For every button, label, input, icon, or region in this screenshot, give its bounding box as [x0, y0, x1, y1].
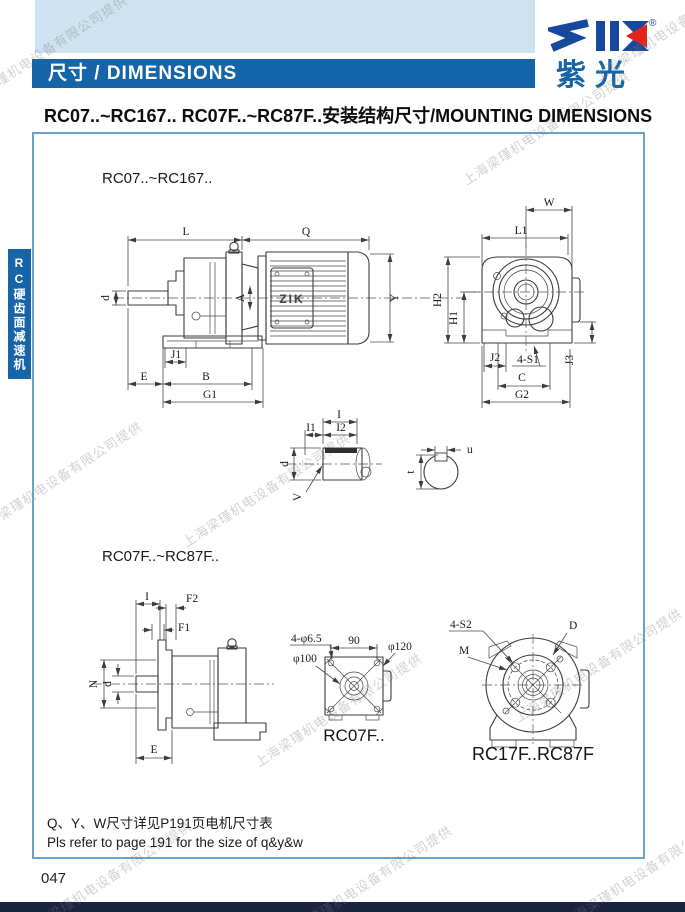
drawing-frame: [32, 132, 645, 859]
dim-label-4S1: 4-S1: [517, 354, 539, 366]
page-header-title: 尺寸 / DIMENSIONS: [48, 63, 238, 84]
fig1-side-view: ZIK d L Q A Y J1: [100, 226, 466, 408]
dim-label-A: A: [235, 293, 247, 302]
front-view-caption: RC17F..RC87F: [471, 744, 595, 764]
dim-label-G1: G1: [203, 389, 217, 401]
dim-label-L1: L1: [515, 225, 528, 237]
dim-label-d100: φ100: [293, 653, 317, 665]
dim-label-Y: Y: [389, 293, 401, 302]
fig2-front-view: 4-S2 D M: [449, 619, 590, 748]
dim-label-f2E: E: [150, 744, 157, 756]
logo-glyph-z: [548, 19, 589, 52]
logo-registered-mark: ®: [649, 18, 657, 29]
dim-label-G2: G2: [515, 389, 529, 401]
figure2-label: RC07F..~RC87F..: [102, 548, 220, 565]
brand-logo-cn: 紫光: [556, 59, 634, 92]
dim-label-t: t: [405, 470, 417, 474]
brand-logo-zik: ZIK ®: [548, 18, 657, 52]
dim-label-B: B: [202, 371, 210, 383]
dim-label-shaft-d: d: [279, 461, 291, 467]
dim-label-E: E: [140, 371, 147, 383]
logo-glyph-i: [596, 21, 605, 51]
footnote-en: Pls refer to page 191 for the size of q&…: [47, 835, 303, 850]
dim-label-d: d: [100, 295, 112, 301]
dim-label-D: D: [569, 620, 577, 632]
fig1-front-view: W L1 H2 H1 J2 4-S1 J3 C: [432, 197, 596, 408]
page-title: RC07..~RC167.. RC07F..~RC87F..安装结构尺寸/MOU…: [44, 106, 653, 126]
dim-label-H1: H1: [448, 311, 460, 325]
dim-label-W: W: [544, 197, 555, 209]
figure1-label: RC07..~RC167..: [102, 170, 213, 187]
dim-label-L: L: [182, 226, 189, 238]
fig2-side-view: I F2 F1 N d E: [88, 591, 274, 764]
dim-label-90: 90: [348, 635, 360, 647]
dim-label-J2: J2: [490, 352, 500, 364]
dim-label-d120: φ120: [388, 641, 412, 653]
footer-bar: [0, 902, 685, 912]
logo-glyph-k-stem: [610, 21, 619, 51]
logo-red-triangle-icon: [626, 24, 647, 48]
top-accent-bar: [35, 0, 535, 53]
dim-label-F1: F1: [178, 622, 190, 634]
dim-label-V: V: [292, 492, 304, 501]
dim-label-J1: J1: [171, 349, 181, 361]
dim-label-flange-holes: 4-φ6.5: [291, 633, 322, 645]
fig2-flange-view: 4-φ6.5 90 φ100 φ120: [290, 633, 412, 721]
dim-label-f2I: I: [145, 591, 149, 603]
shaft-key-detail: I I1 I2 d V u t: [279, 409, 473, 501]
dim-label-4S2: 4-S2: [450, 619, 472, 631]
dim-label-f2d: d: [102, 681, 114, 687]
footnote-zh: Q、Y、W尺寸详见P191页电机尺寸表: [47, 816, 273, 831]
series-side-tab-label: RC硬齿面减速机: [12, 256, 26, 372]
series-side-tab: RC硬齿面减速机: [8, 249, 31, 379]
dim-label-I: I: [337, 409, 341, 421]
dim-label-u: u: [467, 444, 473, 456]
page-number: 047: [41, 870, 67, 887]
dim-label-Q: Q: [302, 226, 311, 238]
page-header-bar: 尺寸 / DIMENSIONS: [32, 59, 535, 88]
flange-view-caption: RC07F..: [323, 726, 385, 745]
dim-label-I1: I1: [306, 422, 316, 434]
dim-label-M: M: [459, 645, 469, 657]
dim-label-F2: F2: [186, 593, 198, 605]
motor-nameplate-logo: ZIK: [279, 292, 304, 306]
footnotes: Q、Y、W尺寸详见P191页电机尺寸表 Pls refer to page 19…: [47, 814, 303, 852]
dim-label-H2: H2: [432, 293, 444, 307]
dim-label-C: C: [518, 372, 526, 384]
dim-label-I2: I2: [336, 422, 346, 434]
dim-label-N: N: [88, 679, 100, 688]
